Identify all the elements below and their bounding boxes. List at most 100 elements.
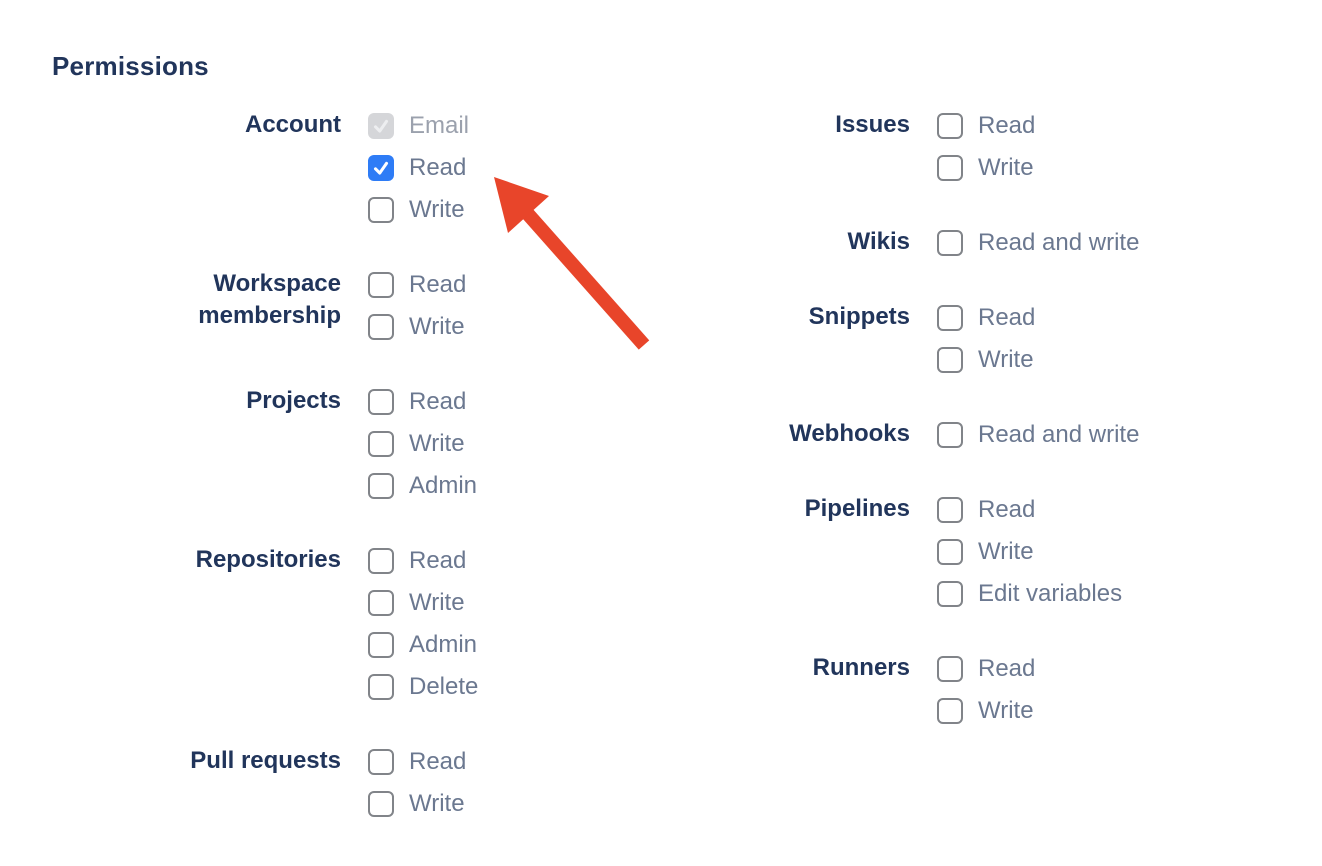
permission-option-snippets-read[interactable]: Read [937, 305, 1035, 331]
checkbox-label: Write [409, 313, 465, 340]
checkbox-issues-write[interactable] [937, 155, 963, 181]
permission-group-label: Webhooks [789, 420, 910, 447]
permission-group-label: Pull requests [190, 747, 341, 774]
permission-option-runners-read[interactable]: Read [937, 656, 1035, 682]
permission-group-label: Runners [812, 654, 910, 681]
permission-group-label: Repositories [195, 546, 341, 573]
checkbox-pipelines-edit-variables[interactable] [937, 581, 963, 607]
checkbox-label: Email [409, 112, 470, 139]
permission-option-repositories-admin[interactable]: Admin [368, 632, 478, 658]
checkbox-runners-read[interactable] [937, 656, 963, 682]
checkbox-label: Read [409, 271, 467, 298]
permission-group-label: Projects [246, 387, 341, 414]
checkbox-webhooks-read-and-write[interactable] [937, 422, 963, 448]
permission-option-repositories-read[interactable]: Read [368, 548, 478, 574]
checkbox-label: Write [978, 538, 1034, 565]
checkbox-label: Admin [409, 472, 478, 499]
checkbox-pipelines-write[interactable] [937, 539, 963, 565]
checkbox-workspace-membership-write[interactable] [368, 314, 394, 340]
checkbox-account-email [368, 113, 394, 139]
permission-option-runners-write[interactable]: Write [937, 698, 1035, 724]
checkbox-label: Write [409, 589, 465, 616]
permission-option-wikis-read-and-write[interactable]: Read and write [937, 230, 1139, 256]
checkbox-label: Write [409, 790, 465, 817]
checkbox-label: Read and write [978, 421, 1140, 448]
checkbox-pipelines-read[interactable] [937, 497, 963, 523]
checkbox-workspace-membership-read[interactable] [368, 272, 394, 298]
permission-option-pipelines-edit-variables[interactable]: Edit variables [937, 581, 1122, 607]
checkbox-repositories-write[interactable] [368, 590, 394, 616]
checkbox-pull-requests-read[interactable] [368, 749, 394, 775]
permission-option-issues-read[interactable]: Read [937, 113, 1035, 139]
permission-option-issues-write[interactable]: Write [937, 155, 1035, 181]
checkbox-snippets-read[interactable] [937, 305, 963, 331]
permission-option-projects-admin[interactable]: Admin [368, 473, 477, 499]
permission-option-pull-requests-write[interactable]: Write [368, 791, 466, 817]
permission-group-label: Issues [835, 111, 910, 138]
permission-option-pipelines-write[interactable]: Write [937, 539, 1122, 565]
permission-option-workspace-membership-read[interactable]: Read [368, 272, 466, 298]
permission-option-account-read[interactable]: Read [368, 155, 469, 181]
permission-group-label: Snippets [808, 303, 910, 330]
checkbox-label: Read [409, 547, 467, 574]
permission-options: Read and write [937, 230, 1139, 272]
checkbox-wikis-read-and-write[interactable] [937, 230, 963, 256]
checkbox-pull-requests-write[interactable] [368, 791, 394, 817]
checkbox-account-read[interactable] [368, 155, 394, 181]
checkmark-icon [373, 119, 389, 133]
checkbox-repositories-delete[interactable] [368, 674, 394, 700]
checkbox-projects-admin[interactable] [368, 473, 394, 499]
checkbox-label: Admin [409, 631, 478, 658]
checkbox-runners-write[interactable] [937, 698, 963, 724]
checkbox-repositories-read[interactable] [368, 548, 394, 574]
checkbox-account-write[interactable] [368, 197, 394, 223]
checkbox-label: Read [978, 496, 1036, 523]
checkbox-snippets-write[interactable] [937, 347, 963, 373]
permission-option-account-email: Email [368, 113, 469, 139]
permission-option-pipelines-read[interactable]: Read [937, 497, 1122, 523]
permission-option-projects-write[interactable]: Write [368, 431, 477, 457]
checkbox-label: Read [978, 304, 1036, 331]
checkbox-label: Edit variables [978, 580, 1123, 607]
checkbox-label: Read [409, 748, 467, 775]
checkbox-projects-read[interactable] [368, 389, 394, 415]
permission-group-label: Account [245, 111, 341, 138]
permission-option-pull-requests-read[interactable]: Read [368, 749, 466, 775]
checkbox-issues-read[interactable] [937, 113, 963, 139]
checkbox-label: Write [978, 346, 1034, 373]
checkmark-icon [373, 161, 389, 175]
permission-option-workspace-membership-write[interactable]: Write [368, 314, 466, 340]
checkbox-label: Write [978, 697, 1034, 724]
checkbox-projects-write[interactable] [368, 431, 394, 457]
permission-group-label: Wikis [847, 228, 910, 255]
permission-option-snippets-write[interactable]: Write [937, 347, 1035, 373]
page-title: Permissions [52, 51, 209, 81]
permission-option-webhooks-read-and-write[interactable]: Read and write [937, 422, 1139, 448]
permission-option-repositories-delete[interactable]: Delete [368, 674, 478, 700]
permission-option-account-write[interactable]: Write [368, 197, 469, 223]
checkbox-repositories-admin[interactable] [368, 632, 394, 658]
permission-option-projects-read[interactable]: Read [368, 389, 477, 415]
permission-group-webhooks: Webhooks Read and write [730, 420, 1139, 464]
permission-option-repositories-write[interactable]: Write [368, 590, 478, 616]
permission-options: Read and write [937, 422, 1139, 464]
checkbox-label: Write [978, 154, 1034, 181]
permission-group-label: Workspace membership [198, 270, 341, 329]
checkbox-label: Read [409, 388, 467, 415]
